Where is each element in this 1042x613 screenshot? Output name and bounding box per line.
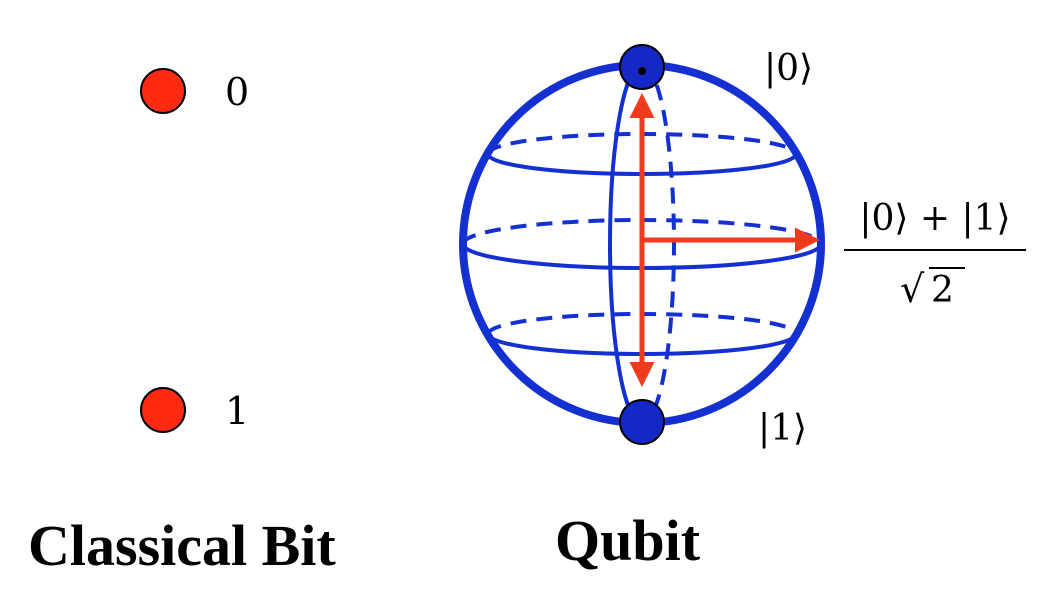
classical-state-0-dot <box>140 68 186 114</box>
classical-bit-title: Classical Bit <box>28 513 336 578</box>
classical-state-0-label: 0 <box>225 70 249 114</box>
ket1-label: |1⟩ <box>758 408 807 449</box>
superposition-denominator: 2 <box>931 270 954 311</box>
meridian-front <box>608 63 643 425</box>
qubit-title: Qubit <box>555 508 701 573</box>
sqrt-symbol: √ <box>900 267 925 311</box>
pole-north-center-dot <box>638 67 646 75</box>
classical-state-1-label: 1 <box>225 389 249 433</box>
superposition-formula: |0⟩ + |1⟩ √ 2 <box>844 198 1026 311</box>
classical-state-1-dot <box>140 387 186 433</box>
ket0-label: |0⟩ <box>764 48 813 89</box>
meridian-back <box>641 63 676 425</box>
pole-south <box>619 399 665 445</box>
sphere-poles <box>619 44 665 445</box>
superposition-numerator: |0⟩ + |1⟩ <box>859 198 1010 239</box>
state-arrows <box>629 93 820 387</box>
classical-bit-group: 0 1 Classical Bit <box>28 68 336 578</box>
